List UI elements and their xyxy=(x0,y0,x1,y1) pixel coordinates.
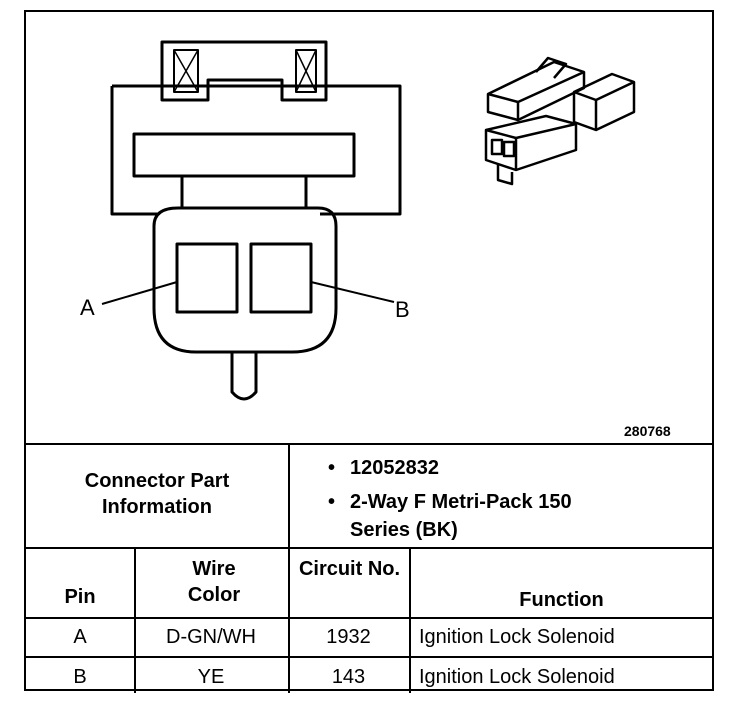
divider xyxy=(26,656,712,658)
divider xyxy=(409,547,411,693)
part-number-item: •12052832 xyxy=(328,454,439,482)
row-b-circuit: 143 xyxy=(331,666,366,688)
header-circuit-no: Circuit No. xyxy=(298,558,401,580)
pin-b-callout: B xyxy=(395,297,410,322)
connector-info-label: Connector Part Information xyxy=(84,470,230,518)
divider xyxy=(134,547,136,693)
divider xyxy=(26,443,712,445)
bullet-icon: • xyxy=(328,457,336,479)
row-b-wire-color: YE xyxy=(197,666,225,688)
pin-a-callout: A xyxy=(80,295,95,320)
figure-number: 280768 xyxy=(624,423,671,439)
connector-drawing xyxy=(101,40,636,401)
row-a-function: Ignition Lock Solenoid xyxy=(419,626,615,648)
divider xyxy=(26,617,712,619)
cavity-a xyxy=(175,242,239,314)
row-a-circuit: 1932 xyxy=(326,626,371,648)
bullet-icon: • xyxy=(328,491,336,513)
divider xyxy=(288,547,290,693)
header-function: Function xyxy=(519,589,604,611)
connector-housing xyxy=(152,206,338,354)
connector-figure: A B 280768 xyxy=(26,12,712,443)
connector-type-item: •2-Way F Metri-Pack 150 Series (BK) xyxy=(328,488,618,544)
connector-sheet: A B 280768 Connector Part Information •1… xyxy=(24,10,714,693)
connector-shroud xyxy=(112,84,402,216)
header-pin: Pin xyxy=(64,586,96,608)
connector-crossbar xyxy=(132,132,356,178)
connector-latch xyxy=(160,40,328,102)
divider xyxy=(288,443,290,547)
row-a-wire-color: D-GN/WH xyxy=(166,626,256,648)
pin-a-leader xyxy=(101,281,178,305)
row-b-function: Ignition Lock Solenoid xyxy=(419,666,615,688)
connector-key xyxy=(230,352,258,401)
divider xyxy=(26,547,712,549)
connector-thumbnail xyxy=(484,56,636,186)
pin-b-leader xyxy=(310,281,395,303)
row-a-pin: A xyxy=(73,626,87,648)
header-wire-color: Wire Color xyxy=(187,558,241,606)
cavity-b xyxy=(249,242,313,314)
row-b-pin: B xyxy=(73,666,87,688)
